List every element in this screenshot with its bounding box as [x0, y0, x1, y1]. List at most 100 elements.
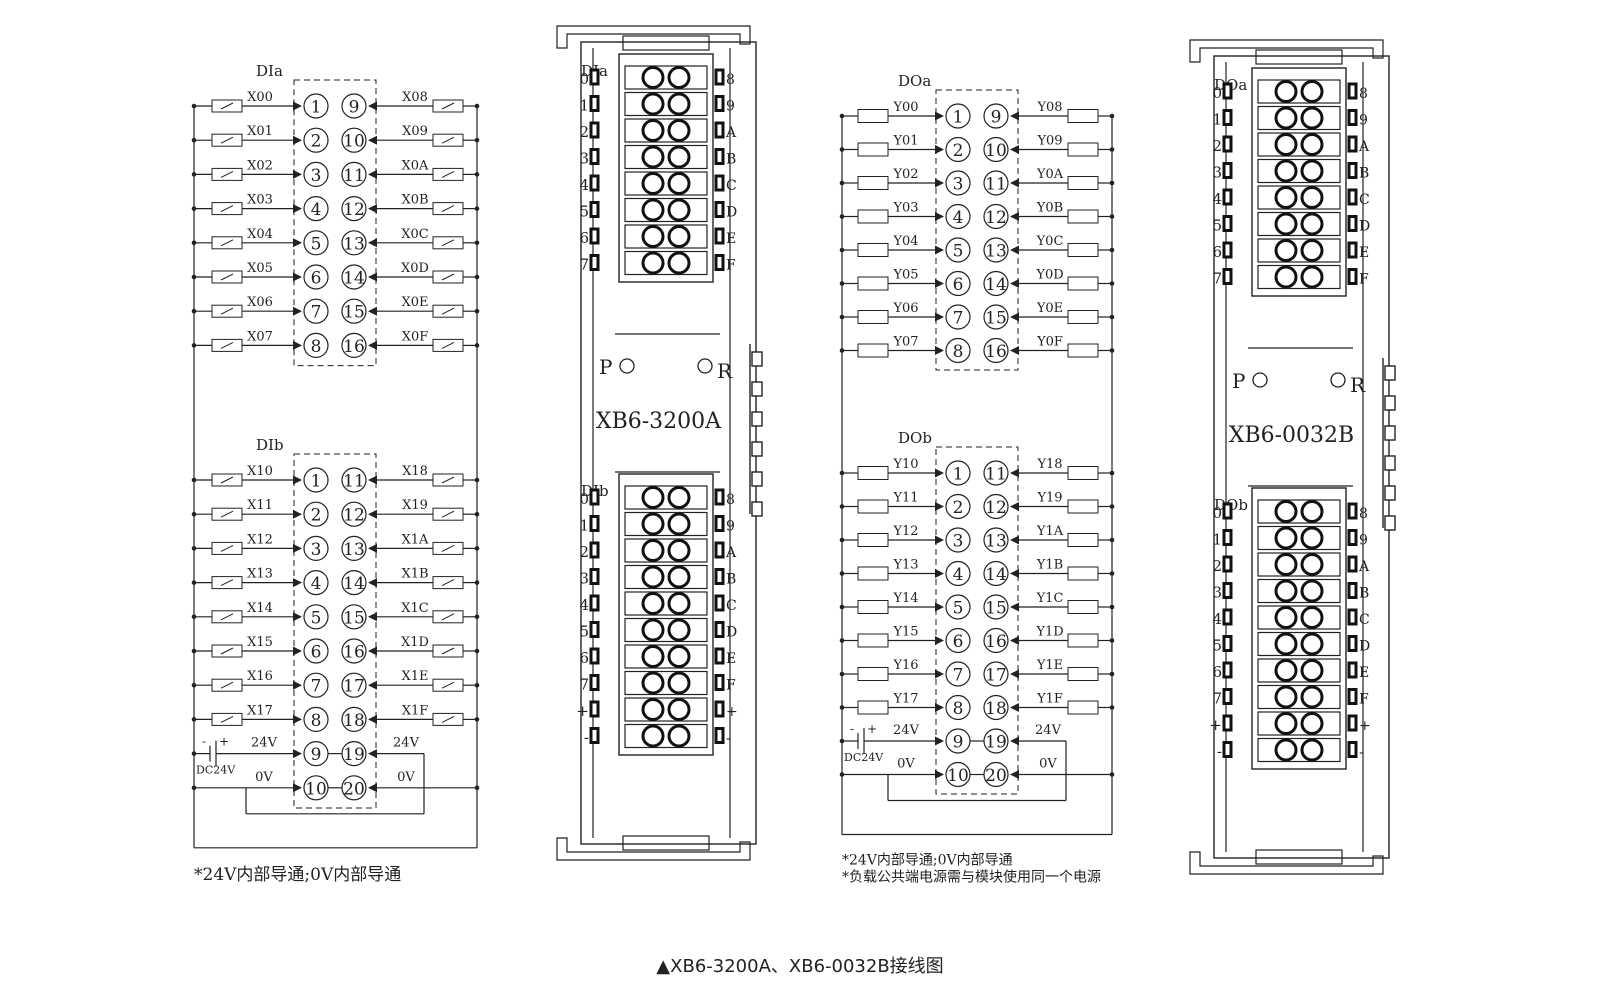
- led-indicator: [714, 201, 725, 218]
- arrow-left-icon: [368, 475, 377, 485]
- module-front-view: DIa08192A3B4C5D6E7FDIb08192A3B4C5D6E7F++…: [556, 25, 763, 861]
- signal-label: Y07: [892, 335, 918, 350]
- signal-label: X01: [247, 124, 273, 139]
- arrow-right-icon: [293, 509, 302, 519]
- terminal-screw-icon: [1300, 606, 1324, 629]
- terminal-screw-icon: [1274, 659, 1298, 682]
- arrow-left-icon: [1010, 245, 1019, 255]
- terminal-slot: [1257, 525, 1341, 551]
- bus-connector-tab: [751, 411, 763, 427]
- terminal-block: [1251, 487, 1347, 770]
- led-indicator: [1347, 635, 1358, 652]
- pin-number: 13: [343, 234, 365, 254]
- pin-number: 8: [311, 711, 322, 731]
- terminal-screw-icon: [1300, 106, 1324, 130]
- led-label: 7: [579, 676, 589, 694]
- wiring-note: *负载公共端电源需与模块使用同一个电源: [842, 869, 1101, 886]
- switch-blade: [441, 341, 455, 349]
- led-label: D: [1359, 219, 1370, 235]
- pin-circle: [341, 604, 367, 630]
- terminal-screw-icon: [667, 66, 691, 89]
- terminal-slot: [624, 644, 708, 669]
- led-indicator: [1347, 608, 1358, 626]
- wiring-note: *24V内部导通;0V内部导通: [842, 853, 1013, 869]
- signal-label: Y11: [892, 491, 918, 506]
- terminal-screw-icon: [667, 172, 691, 195]
- module-model-label: XB6-0032B: [1229, 423, 1354, 448]
- led-label: F: [726, 258, 736, 274]
- led-indicator: [589, 95, 600, 112]
- led-label: 1: [579, 97, 589, 115]
- led-label: +: [576, 702, 589, 720]
- terminal-screw-icon: [1300, 500, 1324, 523]
- pin-number: 16: [985, 632, 1007, 652]
- pin-circle: [945, 270, 971, 297]
- terminal-screw-icon: [667, 512, 691, 536]
- pin-number: 2: [953, 141, 964, 161]
- connector-label: DOb: [898, 429, 932, 447]
- terminal-screw-icon: [667, 486, 691, 509]
- terminal-screw-icon: [667, 92, 691, 116]
- terminal-slot: [1257, 658, 1341, 683]
- arrow-right-icon: [935, 703, 944, 712]
- pin-circle: [983, 661, 1009, 687]
- bus-connector-tab: [1384, 425, 1396, 441]
- pin-number: 18: [343, 711, 365, 731]
- arrow-left-icon: [1010, 279, 1019, 288]
- load-icon: [857, 533, 889, 547]
- led-label: 0: [1212, 504, 1222, 522]
- top-latch: [1189, 39, 1384, 63]
- bus-connector-tab: [1384, 515, 1396, 531]
- pin-circle: [945, 594, 971, 620]
- terminal-screw-icon: [667, 251, 691, 275]
- led-indicator: [714, 674, 725, 691]
- pin-circle: [945, 493, 971, 520]
- connector-label: DOa: [898, 72, 931, 90]
- led-indicator: [1347, 241, 1358, 259]
- bottom-latch: [556, 837, 751, 861]
- led-label: 2: [1212, 137, 1222, 155]
- signal-label: X04: [247, 227, 273, 242]
- led-indicator: [1222, 661, 1233, 679]
- pin-number: 8: [953, 699, 964, 719]
- pin-number: 11: [985, 175, 1007, 195]
- pin-number: 2: [953, 498, 964, 518]
- load-icon: [857, 499, 889, 514]
- terminal-screw-icon: [1300, 632, 1324, 656]
- signal-label: Y0E: [1036, 301, 1063, 316]
- switch-blade: [441, 647, 455, 655]
- signal-label: Y16: [892, 658, 918, 673]
- led-label: B: [726, 152, 736, 168]
- terminal-screw-icon: [667, 565, 691, 589]
- terminal-screw-icon: [641, 119, 665, 142]
- terminal-screw-icon: [667, 592, 691, 615]
- signal-label: Y17: [892, 692, 918, 707]
- load-icon: [857, 566, 889, 581]
- signal-label: X00: [247, 90, 273, 105]
- pin-number: 9: [991, 108, 1002, 128]
- led-indicator: [714, 148, 725, 165]
- pin-number: 9: [953, 733, 964, 753]
- signal-label: Y05: [892, 268, 918, 283]
- supply-label: DC24V: [844, 751, 884, 764]
- bus-connector-tab: [1384, 395, 1396, 411]
- arrow-right-icon: [935, 245, 944, 255]
- signal-label: X11: [247, 498, 273, 513]
- power-label: 0V: [1039, 757, 1057, 772]
- signal-label: Y0C: [1036, 234, 1064, 249]
- bottom-latch-slot: [1255, 849, 1343, 865]
- led-indicator: [1222, 215, 1233, 232]
- terminal-slot: [624, 723, 708, 749]
- load-icon: [857, 310, 889, 324]
- led-label: 9: [1359, 533, 1368, 549]
- pin-circle: [341, 161, 367, 187]
- pin-circle: [341, 196, 367, 222]
- terminal-screw-icon: [667, 618, 691, 642]
- led-label: 4: [579, 176, 589, 194]
- bus-connector-tab: [1384, 365, 1396, 381]
- led-label: 4: [579, 596, 589, 614]
- led-indicator: [1222, 529, 1233, 546]
- signal-label: Y03: [892, 201, 918, 216]
- signal-label: Y08: [1036, 100, 1062, 115]
- switch-blade: [441, 239, 455, 247]
